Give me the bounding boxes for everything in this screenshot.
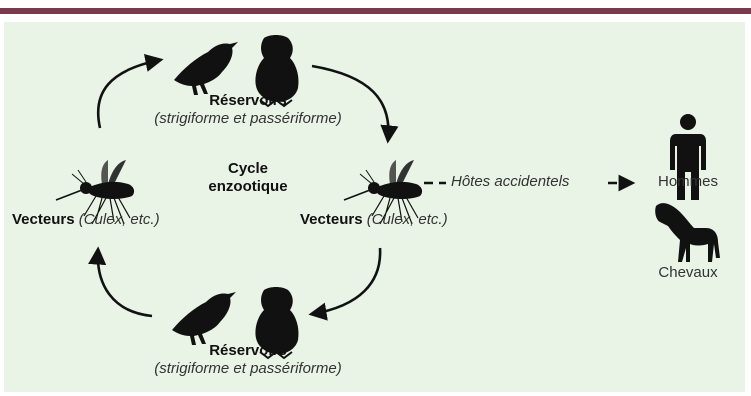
reservoirs-bottom-detail: (strigiforme et passériforme): [154, 360, 342, 377]
top-accent-bar: [0, 8, 751, 14]
accidental-hosts-label: Hôtes accidentels: [451, 173, 570, 190]
horse-icon: [655, 203, 720, 262]
vectors-left-title: Vecteurs: [12, 211, 75, 228]
vectors-left-detail: (Culex, etc.): [78, 211, 160, 228]
reservoirs-bottom-title: Réservoirs: [209, 342, 287, 359]
reservoirs-top-title: Réservoirs: [209, 92, 287, 109]
vectors-right-detail: (Culex, etc.): [366, 211, 448, 228]
cycle-arrows: [88, 53, 399, 321]
vectors-right-label: Vecteurs (Culex, etc.): [300, 211, 448, 228]
vectors-right-title: Vecteurs: [300, 211, 363, 228]
host-label-chevaux: Chevaux: [658, 264, 718, 281]
diagram-panel: [4, 22, 745, 392]
human-icon: [670, 114, 706, 200]
cycle-label-line1: Cycle: [227, 160, 269, 177]
cycle-label-line2: enzootique: [208, 178, 288, 195]
reservoirs-top-detail: (strigiforme et passériforme): [154, 110, 342, 127]
vectors-left-label: Vecteurs (Culex, etc.): [12, 211, 160, 228]
host-label-hommes: Hommes: [657, 173, 718, 190]
